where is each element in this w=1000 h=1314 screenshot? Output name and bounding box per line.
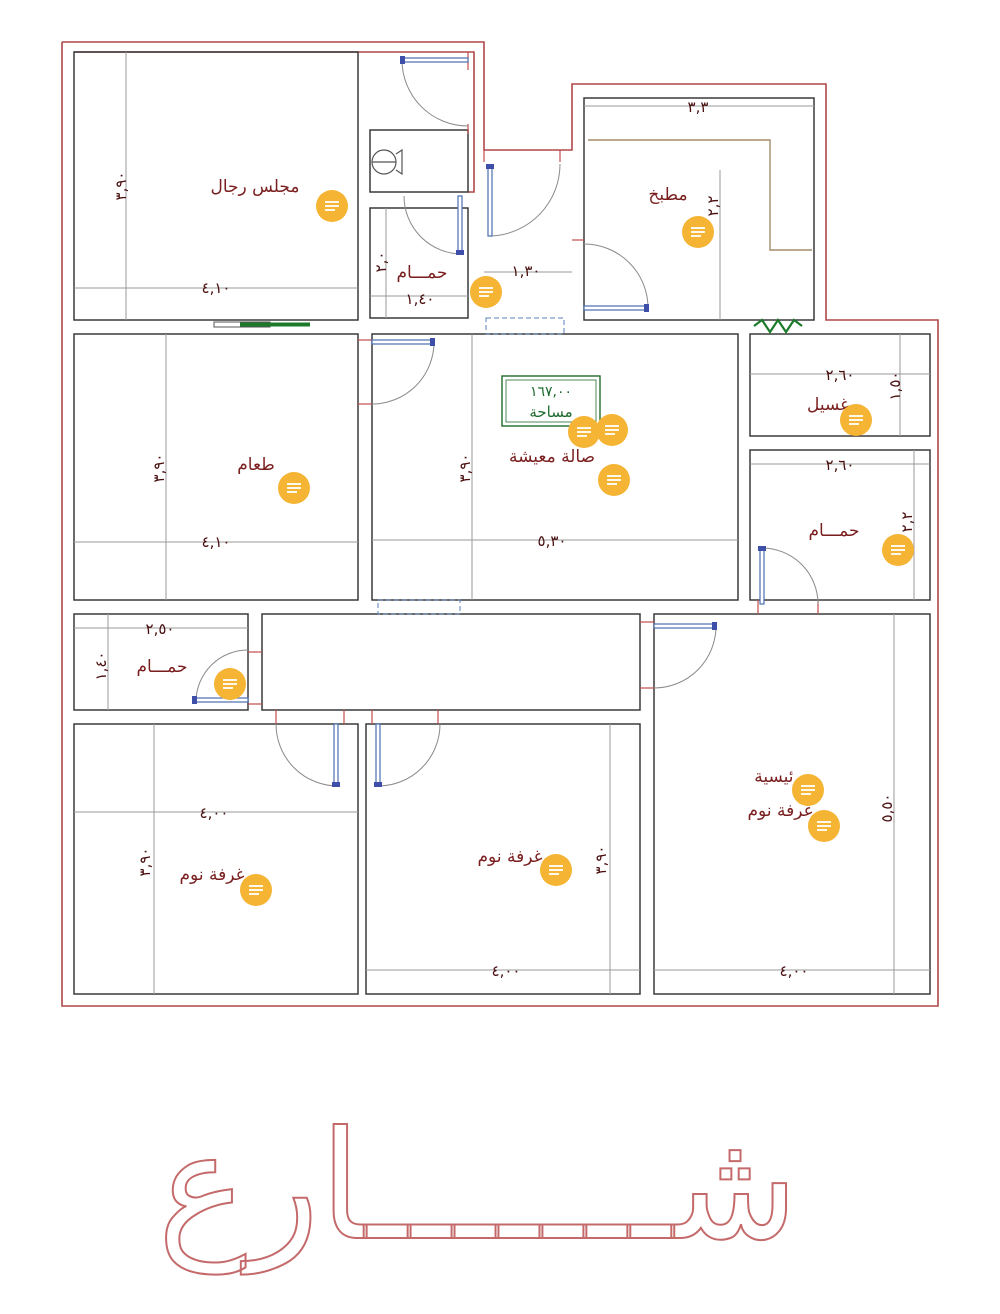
room-labels: مجلس رجال حمـــام مطبخ غسيل طعام صالة مع… xyxy=(137,177,860,885)
room-bath-right: حمـــام xyxy=(809,521,860,541)
note-icon[interactable] xyxy=(598,464,630,496)
note-icon[interactable] xyxy=(240,874,272,906)
door-jambs xyxy=(248,52,819,724)
room-majlis: مجلس رجال xyxy=(210,177,299,197)
room-kitchen: مطبخ xyxy=(648,185,687,205)
note-icon[interactable] xyxy=(214,668,246,700)
dim-bed-mid-w: ٤,٠٠ xyxy=(492,962,521,980)
dim-corridor-w: ١,٣٠ xyxy=(512,262,541,280)
note-icon[interactable] xyxy=(278,472,310,504)
dim-bath-left-h: ١,٤٠ xyxy=(92,652,110,681)
note-icon[interactable] xyxy=(682,216,714,248)
room-master-line1: رئيسية xyxy=(754,767,801,787)
room-master-line2: غرفة نوم xyxy=(748,801,813,821)
dim-kitchen-w: ٣,٣ xyxy=(688,98,709,116)
room-dining: طعام xyxy=(237,455,274,475)
note-icon[interactable] xyxy=(840,404,872,436)
room-laundry: غسيل xyxy=(807,395,849,415)
dimension-labels: ٤,١٠ ٣,٩٠ ١,٤٠ ٢,٠ ١,٣٠ ٣,٣ ٢,٢ ٢,٦٠ ١,٥… xyxy=(92,98,916,980)
street-label: شـــــــارع xyxy=(158,1100,799,1275)
dim-dining-h: ٣,٩٠ xyxy=(150,454,168,483)
room-living: صالة معيشة xyxy=(509,447,595,467)
open-passages xyxy=(377,317,565,615)
window-bar xyxy=(213,321,310,328)
dim-kitchen-h: ٢,٢ xyxy=(704,196,722,217)
toilet-symbol xyxy=(371,148,403,176)
note-icon[interactable] xyxy=(470,276,502,308)
area-value: ١٦٧,٠٠ xyxy=(530,384,572,400)
dim-living-h: ٣,٩٠ xyxy=(456,454,474,483)
note-icon[interactable] xyxy=(596,414,628,446)
dim-laundry-w: ٢,٦٠ xyxy=(826,366,855,384)
dim-laundry-h: ١,٥٠ xyxy=(886,372,904,401)
room-bath-top: حمـــام xyxy=(397,263,448,283)
dim-bath-right-h: ٢,٢ xyxy=(898,512,916,533)
dim-bed-left-h: ٣,٩٠ xyxy=(136,848,154,877)
dim-master-h: ٥,٥٠ xyxy=(878,794,896,823)
note-icon[interactable] xyxy=(540,854,572,886)
note-icon[interactable] xyxy=(792,774,824,806)
note-icon[interactable] xyxy=(808,810,840,842)
area-box: ١٦٧,٠٠ مساحة xyxy=(501,375,601,427)
note-icon[interactable] xyxy=(882,534,914,566)
room-walls xyxy=(73,51,931,995)
area-label: مساحة xyxy=(529,403,572,421)
door-leaves xyxy=(192,56,766,787)
dim-bath-top-h: ٢,٠ xyxy=(372,252,390,273)
dim-majlis-h: ٣,٩٠ xyxy=(112,172,130,201)
heater-symbol xyxy=(753,318,803,334)
dimension-lines xyxy=(74,52,930,994)
dim-bath-left-w: ٢,٥٠ xyxy=(146,620,175,638)
note-icon[interactable] xyxy=(568,416,600,448)
note-icon[interactable] xyxy=(316,190,348,222)
dim-bed-left-w: ٤,٠٠ xyxy=(200,804,229,822)
door-swings xyxy=(195,59,819,787)
dim-bath-top-w: ١,٤٠ xyxy=(406,290,435,308)
kitchen-counter xyxy=(588,139,812,251)
dim-dining-w: ٤,١٠ xyxy=(202,533,231,551)
room-bath-left: حمـــام xyxy=(137,657,188,677)
room-bedroom-left: غرفة نوم xyxy=(180,865,245,885)
dim-bath-right-w: ٢,٦٠ xyxy=(826,456,855,474)
dim-majlis-w: ٤,١٠ xyxy=(202,279,231,297)
dim-bed-mid-h: ٣,٩٠ xyxy=(592,846,610,875)
note-markers[interactable] xyxy=(214,190,914,906)
room-bedroom-mid: غرفة نوم xyxy=(478,847,543,867)
dim-master-w: ٤,٠٠ xyxy=(780,962,809,980)
dim-living-w: ٥,٣٠ xyxy=(538,532,567,550)
